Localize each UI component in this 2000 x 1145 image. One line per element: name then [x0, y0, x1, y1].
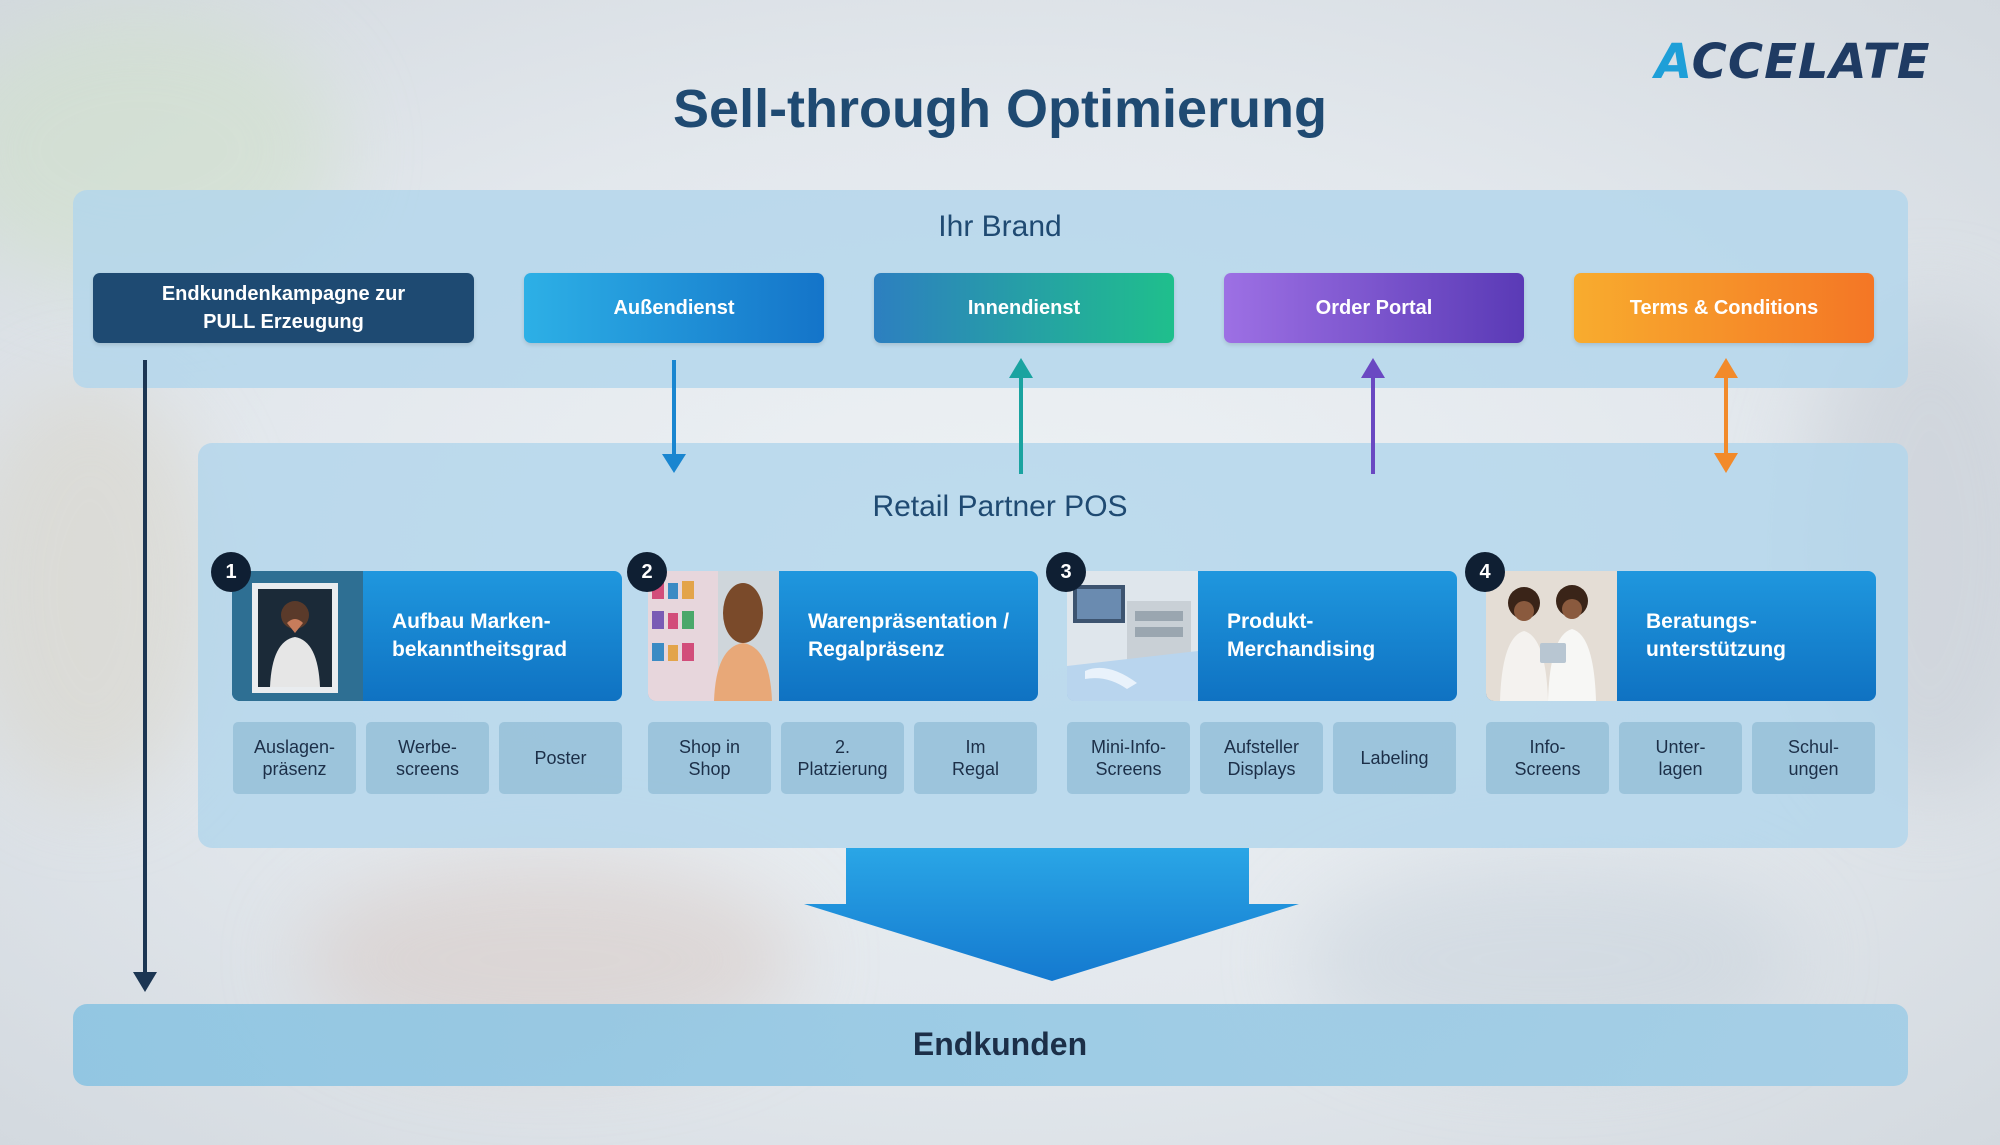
- big-down-arrow: [804, 848, 1299, 981]
- page-title: Sell-through Optimierung: [673, 79, 1327, 139]
- pos-title: Retail Partner POS: [872, 490, 1128, 523]
- product-display-photo-icon: [1067, 571, 1198, 701]
- card-label: Produkt- Merchandising: [1227, 610, 1376, 661]
- brand-title: Ihr Brand: [938, 210, 1062, 243]
- sub-item-auslagenpraesenz[interactable]: Auslagen- präsenz: [233, 722, 356, 794]
- sub-item-labeling[interactable]: Labeling: [1333, 722, 1456, 794]
- sub-item-werbescreens[interactable]: Werbe- screens: [366, 722, 489, 794]
- sub-item-im-regal[interactable]: Im Regal: [914, 722, 1037, 794]
- step-badge-1: 1: [211, 552, 251, 592]
- terms-conditions-button[interactable]: Terms & Conditions: [1574, 273, 1874, 343]
- aussendienst-button[interactable]: Außendienst: [524, 273, 824, 343]
- card-label: Warenpräsentation / Regalpräsenz: [808, 610, 1010, 661]
- kampagne-arrow: [133, 360, 157, 992]
- card-warenpraesentation[interactable]: Warenpräsentation / Regalpräsenz: [648, 571, 1038, 701]
- aussendienst-arrow: [662, 360, 686, 473]
- card-beratungsunterstuetzung[interactable]: Beratungs- unterstützung: [1486, 571, 1876, 701]
- sub-item-shop-in-shop[interactable]: Shop in Shop: [648, 722, 771, 794]
- innendienst-button[interactable]: Innendienst: [874, 273, 1174, 343]
- shopping-shelf-photo-icon: [648, 571, 779, 701]
- endkunden-title: Endkunden: [912, 1026, 1088, 1062]
- endkunden-panel: [73, 1004, 1908, 1086]
- person-heart-photo-icon: [232, 571, 363, 701]
- sub-item-mini-info-screens[interactable]: Mini-Info- Screens: [1067, 722, 1190, 794]
- order-portal-button[interactable]: Order Portal: [1224, 273, 1524, 343]
- endkundenkampagne-button[interactable]: Endkundenkampagne zur PULL Erzeugung: [93, 273, 474, 343]
- consultation-photo-icon: [1486, 571, 1617, 701]
- card-label: Beratungs- unterstützung: [1646, 610, 1786, 661]
- step-badge-3: 3: [1046, 552, 1086, 592]
- step-badge-4: 4: [1465, 552, 1505, 592]
- sub-item-aufsteller-displays[interactable]: Aufsteller Displays: [1200, 722, 1323, 794]
- step-badge-2: 2: [627, 552, 667, 592]
- sub-item-unterlagen[interactable]: Unter- lagen: [1619, 722, 1742, 794]
- terms-arrow: [1714, 358, 1738, 473]
- order-portal-arrow: [1361, 358, 1385, 474]
- sub-item-2-platzierung[interactable]: 2. Platzierung: [781, 722, 904, 794]
- sub-item-schulungen[interactable]: Schul- ungen: [1752, 722, 1875, 794]
- background-blur: [0, 380, 220, 800]
- sub-item-info-screens[interactable]: Info- Screens: [1486, 722, 1609, 794]
- card-produkt-merchandising[interactable]: Produkt- Merchandising: [1067, 571, 1457, 701]
- card-markenbekanntheit[interactable]: Aufbau Marken- bekanntheitsgrad: [232, 571, 622, 701]
- innendienst-arrow: [1009, 358, 1033, 474]
- accelate-logo: ACCELATE: [1655, 34, 1931, 90]
- sub-item-poster[interactable]: Poster: [499, 722, 622, 794]
- card-label: Aufbau Marken- bekanntheitsgrad: [392, 610, 568, 661]
